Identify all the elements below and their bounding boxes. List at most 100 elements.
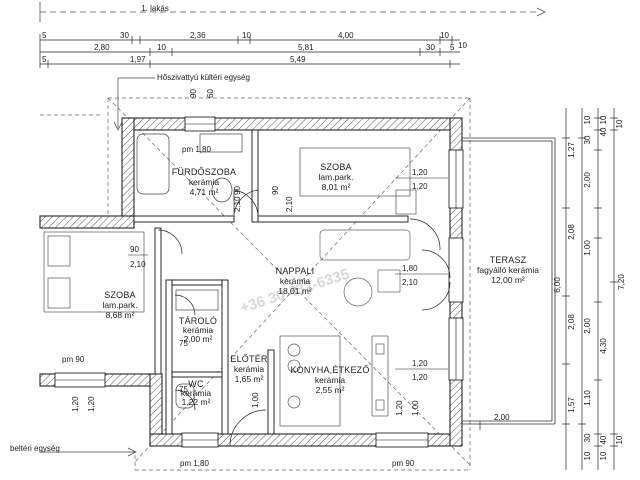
room-name: TERASZ: [490, 255, 527, 265]
door-75-wc-label: 75: [179, 385, 188, 394]
door-90-room-label: 90: [271, 186, 280, 195]
door-210-left-label: 2,10: [130, 260, 146, 269]
right-dim-c4-small-0: 10: [615, 119, 624, 128]
top-dim-r1-1: 30: [120, 31, 129, 40]
room-name: WC: [188, 379, 204, 389]
room-szoba-left: SZOBA lam.park. 8,68 m²: [103, 290, 138, 320]
terrace-outline: [462, 137, 556, 430]
right-dim-c1-2: 2,08: [567, 314, 576, 330]
bathroom-fixtures: [136, 133, 243, 203]
pm-bottom-right-label: pm 90: [392, 459, 415, 468]
top-dim-r2-2: 5,81: [298, 43, 314, 52]
door-100-label: 1,00: [251, 392, 260, 408]
room-area: 4,71 m²: [190, 187, 219, 197]
room-wc: WC kerámia 1,22 m²: [181, 379, 212, 407]
room-area: 1,65 m²: [235, 374, 264, 384]
top-dim-r2-4: 5: [450, 43, 455, 52]
top-dim-r3-3: 10: [458, 41, 467, 50]
room-area: 8,01 m²: [322, 182, 351, 192]
right-dim-c4-1: 40: [599, 127, 608, 136]
right-dim-c3-5: 1,10: [583, 390, 592, 406]
room-area: 8,68 m²: [106, 310, 135, 320]
right-dim-c4-0: 10: [599, 115, 608, 124]
window-180-label: 1,80: [402, 264, 418, 273]
right-dim-c4-5: 10: [599, 451, 608, 460]
top-dim-r3-1: 1,97: [130, 55, 146, 64]
right-dim-c3-7: 10: [583, 451, 592, 460]
bedroom-furniture: [43, 147, 417, 313]
top-dimension-chains: [39, 34, 460, 68]
top-dim-r1-3: 10: [242, 31, 251, 40]
room-name: TÁROLÓ: [179, 316, 217, 326]
room-area: 12,00 m²: [491, 275, 525, 285]
heatpump-arrow-icon: [113, 121, 123, 131]
room-floor: kerámia: [183, 325, 214, 335]
room-name: FÜRDŐSZOBA: [172, 167, 237, 177]
living-furniture: [319, 229, 411, 307]
door-90-bath-label: 90: [233, 186, 242, 195]
right-dimension-chains: [562, 108, 618, 470]
pm-bath-label: pm 1,80: [182, 145, 211, 154]
room-name: SZOBA: [320, 162, 352, 172]
room-furdoszoba: FÜRDŐSZOBA kerámia 4,71 m²: [172, 167, 237, 197]
room-name: ELŐTÉR: [230, 354, 268, 364]
room-tarolo: TÁROLÓ kerámia 2,00 m²: [179, 316, 217, 344]
bottom-100-label: 1,00: [411, 400, 420, 416]
room-floor: kerámia: [315, 375, 346, 385]
top-dim-r1-5: 10: [440, 31, 449, 40]
room-area: 1,22 m²: [182, 397, 211, 407]
right-dim-c1-0: 1,27: [567, 142, 576, 158]
storage-fixtures: [175, 289, 219, 409]
bottom-120-label: 1,20: [395, 400, 404, 416]
right-dim-c4-2: 7,20: [617, 274, 626, 290]
door-60-top-label: 60: [206, 89, 215, 98]
door-75-label: 75: [179, 339, 188, 348]
room-nappali: NAPPALI kerámia 18,01 m²: [276, 266, 315, 296]
header-title: 1. lakás: [141, 4, 169, 13]
room-eloter: ELŐTÉR kerámia 1,65 m²: [230, 354, 268, 384]
right-dim-c4-4: 40: [599, 435, 608, 444]
door-swings: [157, 189, 451, 447]
room-szoba-top: SZOBA lam.park. 8,01 m²: [319, 162, 354, 192]
terrace-200-label: 2,00: [494, 413, 510, 422]
right-dim-c3-1: 30: [583, 135, 592, 144]
right-dim-c1-1: 2,08: [567, 224, 576, 240]
top-dim-r2-1: 10: [157, 43, 166, 52]
window-120c-label: 1,20: [412, 359, 428, 368]
right-dim-c1-3: 1,57: [567, 397, 576, 413]
room-floor: kerámia: [280, 276, 311, 286]
top-dim-r3-2: 5,49: [290, 55, 306, 64]
room-area: 2,55 m²: [316, 385, 345, 395]
right-dim-c4-small-1: 10: [615, 435, 624, 444]
window-120d-label: 1,20: [412, 373, 428, 382]
right-dim-c3-3: 1,00: [583, 240, 592, 256]
top-dim-r1-0: 5: [42, 31, 47, 40]
room-area: 2,00 m²: [184, 334, 213, 344]
room-konyha: KONYHA,ÉTKEZŐ kerámia 2,55 m²: [290, 365, 369, 395]
room-floor: fagyálló kerámia: [477, 265, 539, 275]
door-90-left-label: 90: [130, 245, 139, 254]
top-dim-r3-0: 5: [42, 55, 47, 64]
header-arrow-icon: [536, 7, 546, 17]
window-120b-label: 1,20: [412, 182, 428, 191]
window-120a-label: 1,20: [412, 168, 428, 177]
top-dim-r1-4: 4,00: [338, 31, 354, 40]
window-210-label: 2,10: [402, 278, 418, 287]
room-floor: lam.park.: [319, 172, 354, 182]
right-dim-c3-2: 2,00: [583, 172, 592, 188]
right-dim-c3-0: 10: [583, 115, 592, 124]
window-glass-lines: [55, 123, 457, 441]
right-dim-c3-4: 2,00: [583, 318, 592, 334]
kitchen-fixtures: [279, 335, 389, 427]
right-dim-c3-6: 30: [583, 433, 592, 442]
door-90-top-label: 90: [189, 89, 198, 98]
top-dim-r2-0: 2,80: [94, 43, 110, 52]
top-dim-r1-2: 2,36: [190, 31, 206, 40]
room-floor: kerámia: [234, 364, 265, 374]
room-area: 18,01 m²: [278, 286, 312, 296]
right-dim-c4-3: 4,30: [599, 338, 608, 354]
door-210-room-label: 2,10: [285, 196, 294, 212]
interior-walls: [133, 129, 409, 435]
room-floor: kerámia: [189, 177, 220, 187]
